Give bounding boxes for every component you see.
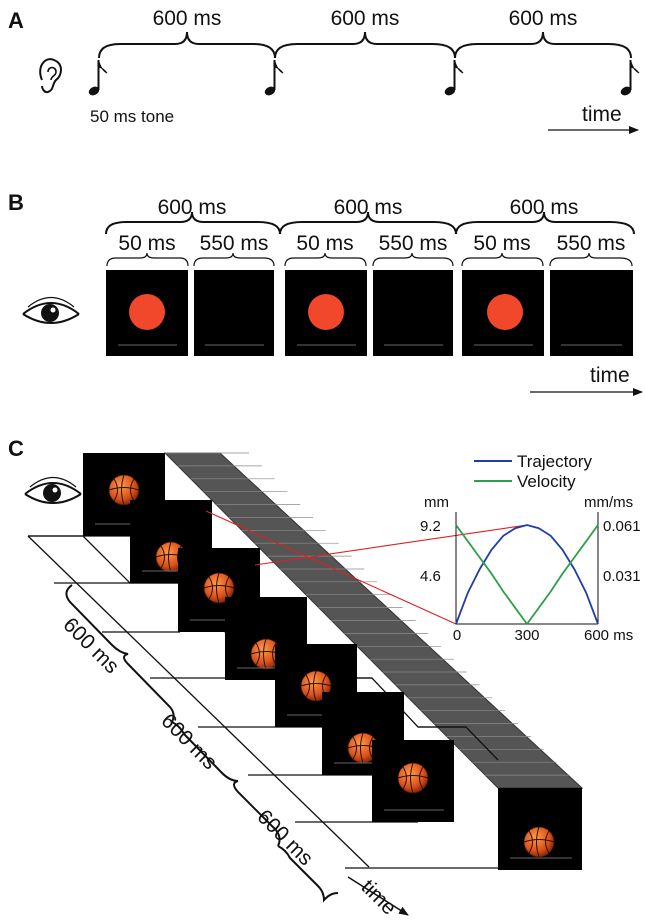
x-tick: 0 bbox=[453, 627, 461, 644]
panel-b-label: B bbox=[8, 190, 24, 215]
time-label: time bbox=[582, 103, 622, 126]
time-label: time bbox=[590, 364, 630, 387]
frame bbox=[372, 740, 454, 822]
legend-trajectory: Trajectory bbox=[517, 452, 592, 471]
sub-interval-label: 50 ms bbox=[296, 232, 353, 255]
left-tick: 4.6 bbox=[420, 568, 441, 585]
music-note-icon bbox=[618, 59, 640, 98]
legend-velocity: Velocity bbox=[517, 472, 576, 491]
eye-icon bbox=[24, 476, 82, 504]
zoom-connectors bbox=[205, 510, 528, 625]
sub-interval-label: 50 ms bbox=[118, 232, 175, 255]
basketball-icon bbox=[397, 762, 429, 794]
red-dot bbox=[129, 294, 165, 330]
interval-label: 600 ms bbox=[156, 709, 221, 774]
time-arrow bbox=[347, 876, 409, 916]
interval-label: 600 ms bbox=[331, 7, 400, 30]
x-tick: 300 bbox=[514, 627, 539, 644]
sub-interval-label: 550 ms bbox=[557, 232, 626, 255]
interval-label: 600 ms bbox=[252, 805, 317, 870]
music-note-icon bbox=[262, 59, 284, 98]
panel-c: C bbox=[8, 436, 641, 920]
interval-braces-a bbox=[98, 31, 632, 59]
ear-icon bbox=[39, 58, 62, 94]
basketball-icon bbox=[523, 826, 555, 858]
basketball-frames bbox=[83, 453, 582, 870]
panel-c-label: C bbox=[8, 436, 24, 461]
right-tick: 0.031 bbox=[603, 568, 641, 585]
left-tick: 9.2 bbox=[420, 518, 441, 535]
x-end-label: 600 ms bbox=[584, 627, 633, 644]
frame-off bbox=[550, 270, 633, 356]
sub-interval-label: 550 ms bbox=[200, 232, 269, 255]
frame-on bbox=[106, 270, 188, 356]
red-dot bbox=[308, 294, 344, 330]
panel-a: A 600 ms 600 ms 600 ms 50 ms tone time bbox=[8, 7, 640, 134]
interval-braces-b bbox=[105, 211, 635, 235]
frame-off bbox=[194, 270, 274, 356]
diagonal-braces bbox=[65, 584, 339, 903]
stimulus-frames bbox=[106, 270, 633, 356]
eye-icon bbox=[22, 296, 80, 324]
right-tick: 0.061 bbox=[603, 518, 641, 535]
left-axis-unit: mm bbox=[424, 494, 449, 511]
music-note-icon bbox=[442, 59, 464, 98]
right-axis-unit: mm/ms bbox=[584, 494, 633, 511]
interval-label: 600 ms bbox=[510, 196, 579, 219]
panel-b: B 600 ms 600 ms 600 ms 50 ms 550 ms 50 m… bbox=[8, 190, 643, 396]
time-label: time bbox=[356, 875, 400, 919]
frame bbox=[498, 788, 582, 870]
interval-label: 600 ms bbox=[509, 7, 578, 30]
inset-chart: Trajectory Velocity mm mm/ms 9.2 4.6 0.0… bbox=[420, 452, 641, 644]
red-dot bbox=[487, 294, 523, 330]
tone-markers bbox=[86, 59, 640, 98]
frame-on bbox=[285, 270, 367, 356]
interval-label: 600 ms bbox=[334, 196, 403, 219]
music-note-icon bbox=[86, 59, 108, 98]
sub-interval-label: 550 ms bbox=[379, 232, 448, 255]
panel-a-label: A bbox=[8, 8, 24, 33]
frame-on bbox=[462, 270, 544, 356]
sub-interval-braces bbox=[106, 252, 633, 267]
interval-label: 600 ms bbox=[153, 7, 222, 30]
sub-interval-label: 50 ms bbox=[473, 232, 530, 255]
series-line-trajectory bbox=[455, 524, 599, 625]
tone-label: 50 ms tone bbox=[90, 107, 174, 126]
series-line-velocity bbox=[455, 524, 599, 626]
interval-label: 600 ms bbox=[158, 196, 227, 219]
frame-off bbox=[373, 270, 453, 356]
